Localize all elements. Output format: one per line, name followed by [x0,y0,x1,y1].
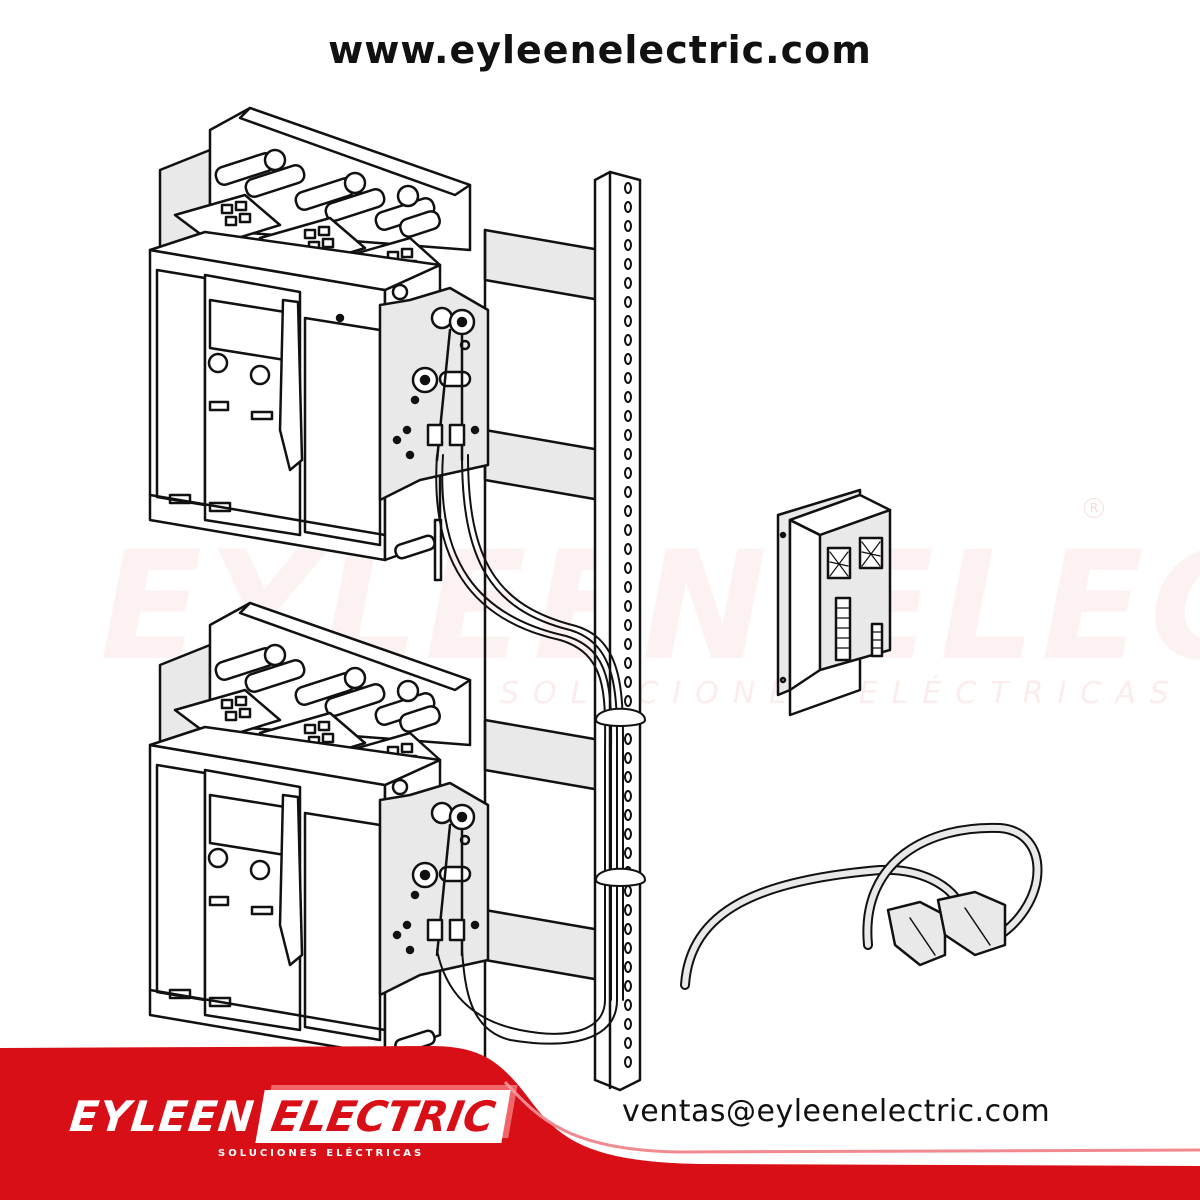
footer-banner [0,1046,1200,1200]
upper-interlock-plate [378,283,490,502]
product-illustration [148,106,1043,1092]
interlock-control-box [776,488,892,717]
website-url[interactable]: www.eyleenelectric.com [328,28,872,72]
logo-word-eyleen: EYLEEN [67,1092,257,1141]
logo-electric-box: ELECTRIC [255,1090,512,1143]
interlock-cable-accessory [680,822,1043,990]
registered-mark-icon: R [1084,498,1104,518]
interlock-cables [435,454,646,1045]
logo-tagline: SOLUCIONES ELÉCTRICAS [218,1148,425,1159]
logo-word-electric: ELECTRIC [268,1092,500,1141]
back-panels [483,228,602,1062]
mounting-rail [593,170,642,1092]
lower-circuit-breaker [148,601,490,1057]
contact-email[interactable]: ventas@eyleenelectric.com [622,1094,1051,1129]
